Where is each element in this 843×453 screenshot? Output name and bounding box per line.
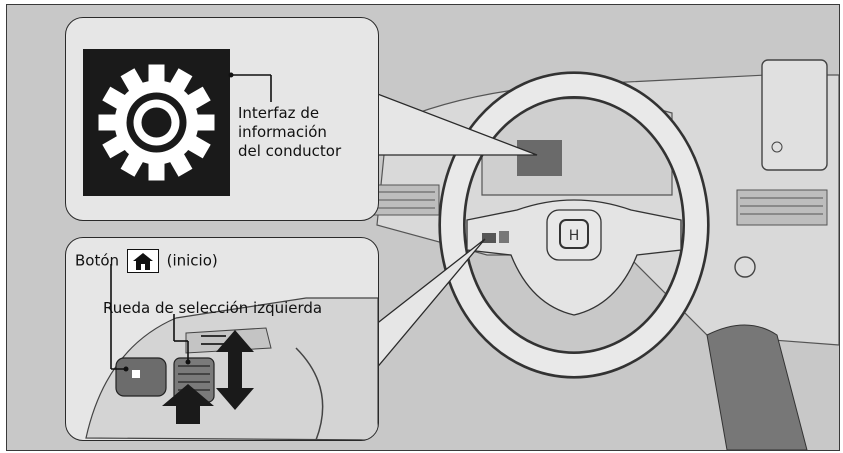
steering-wheel-illustration: H — [368, 59, 839, 450]
controls-callout: Botón (inicio) Rueda de selección izquie… — [65, 237, 379, 441]
home-button-highlight — [482, 233, 496, 243]
svg-text:H: H — [569, 228, 580, 244]
driver-info-label: Interfaz de información del conductor — [238, 104, 342, 160]
home-button-closeup — [115, 357, 167, 397]
right-vent — [736, 189, 828, 226]
driver-info-display-highlight — [517, 140, 562, 176]
driver-info-display — [83, 49, 230, 196]
home-button-label: Botón (inicio) — [75, 249, 218, 273]
push-arrow-icon — [162, 384, 214, 424]
up-down-arrow-icon — [216, 330, 254, 410]
driver-info-leader — [228, 72, 272, 102]
gear-icon — [98, 64, 215, 181]
driver-info-callout: Interfaz de información del conductor — [65, 17, 379, 221]
selector-wheel-label: Rueda de selección izquierda — [103, 299, 323, 317]
illustration-frame: H — [6, 4, 840, 451]
left-vent — [368, 184, 440, 216]
home-icon — [126, 249, 159, 273]
